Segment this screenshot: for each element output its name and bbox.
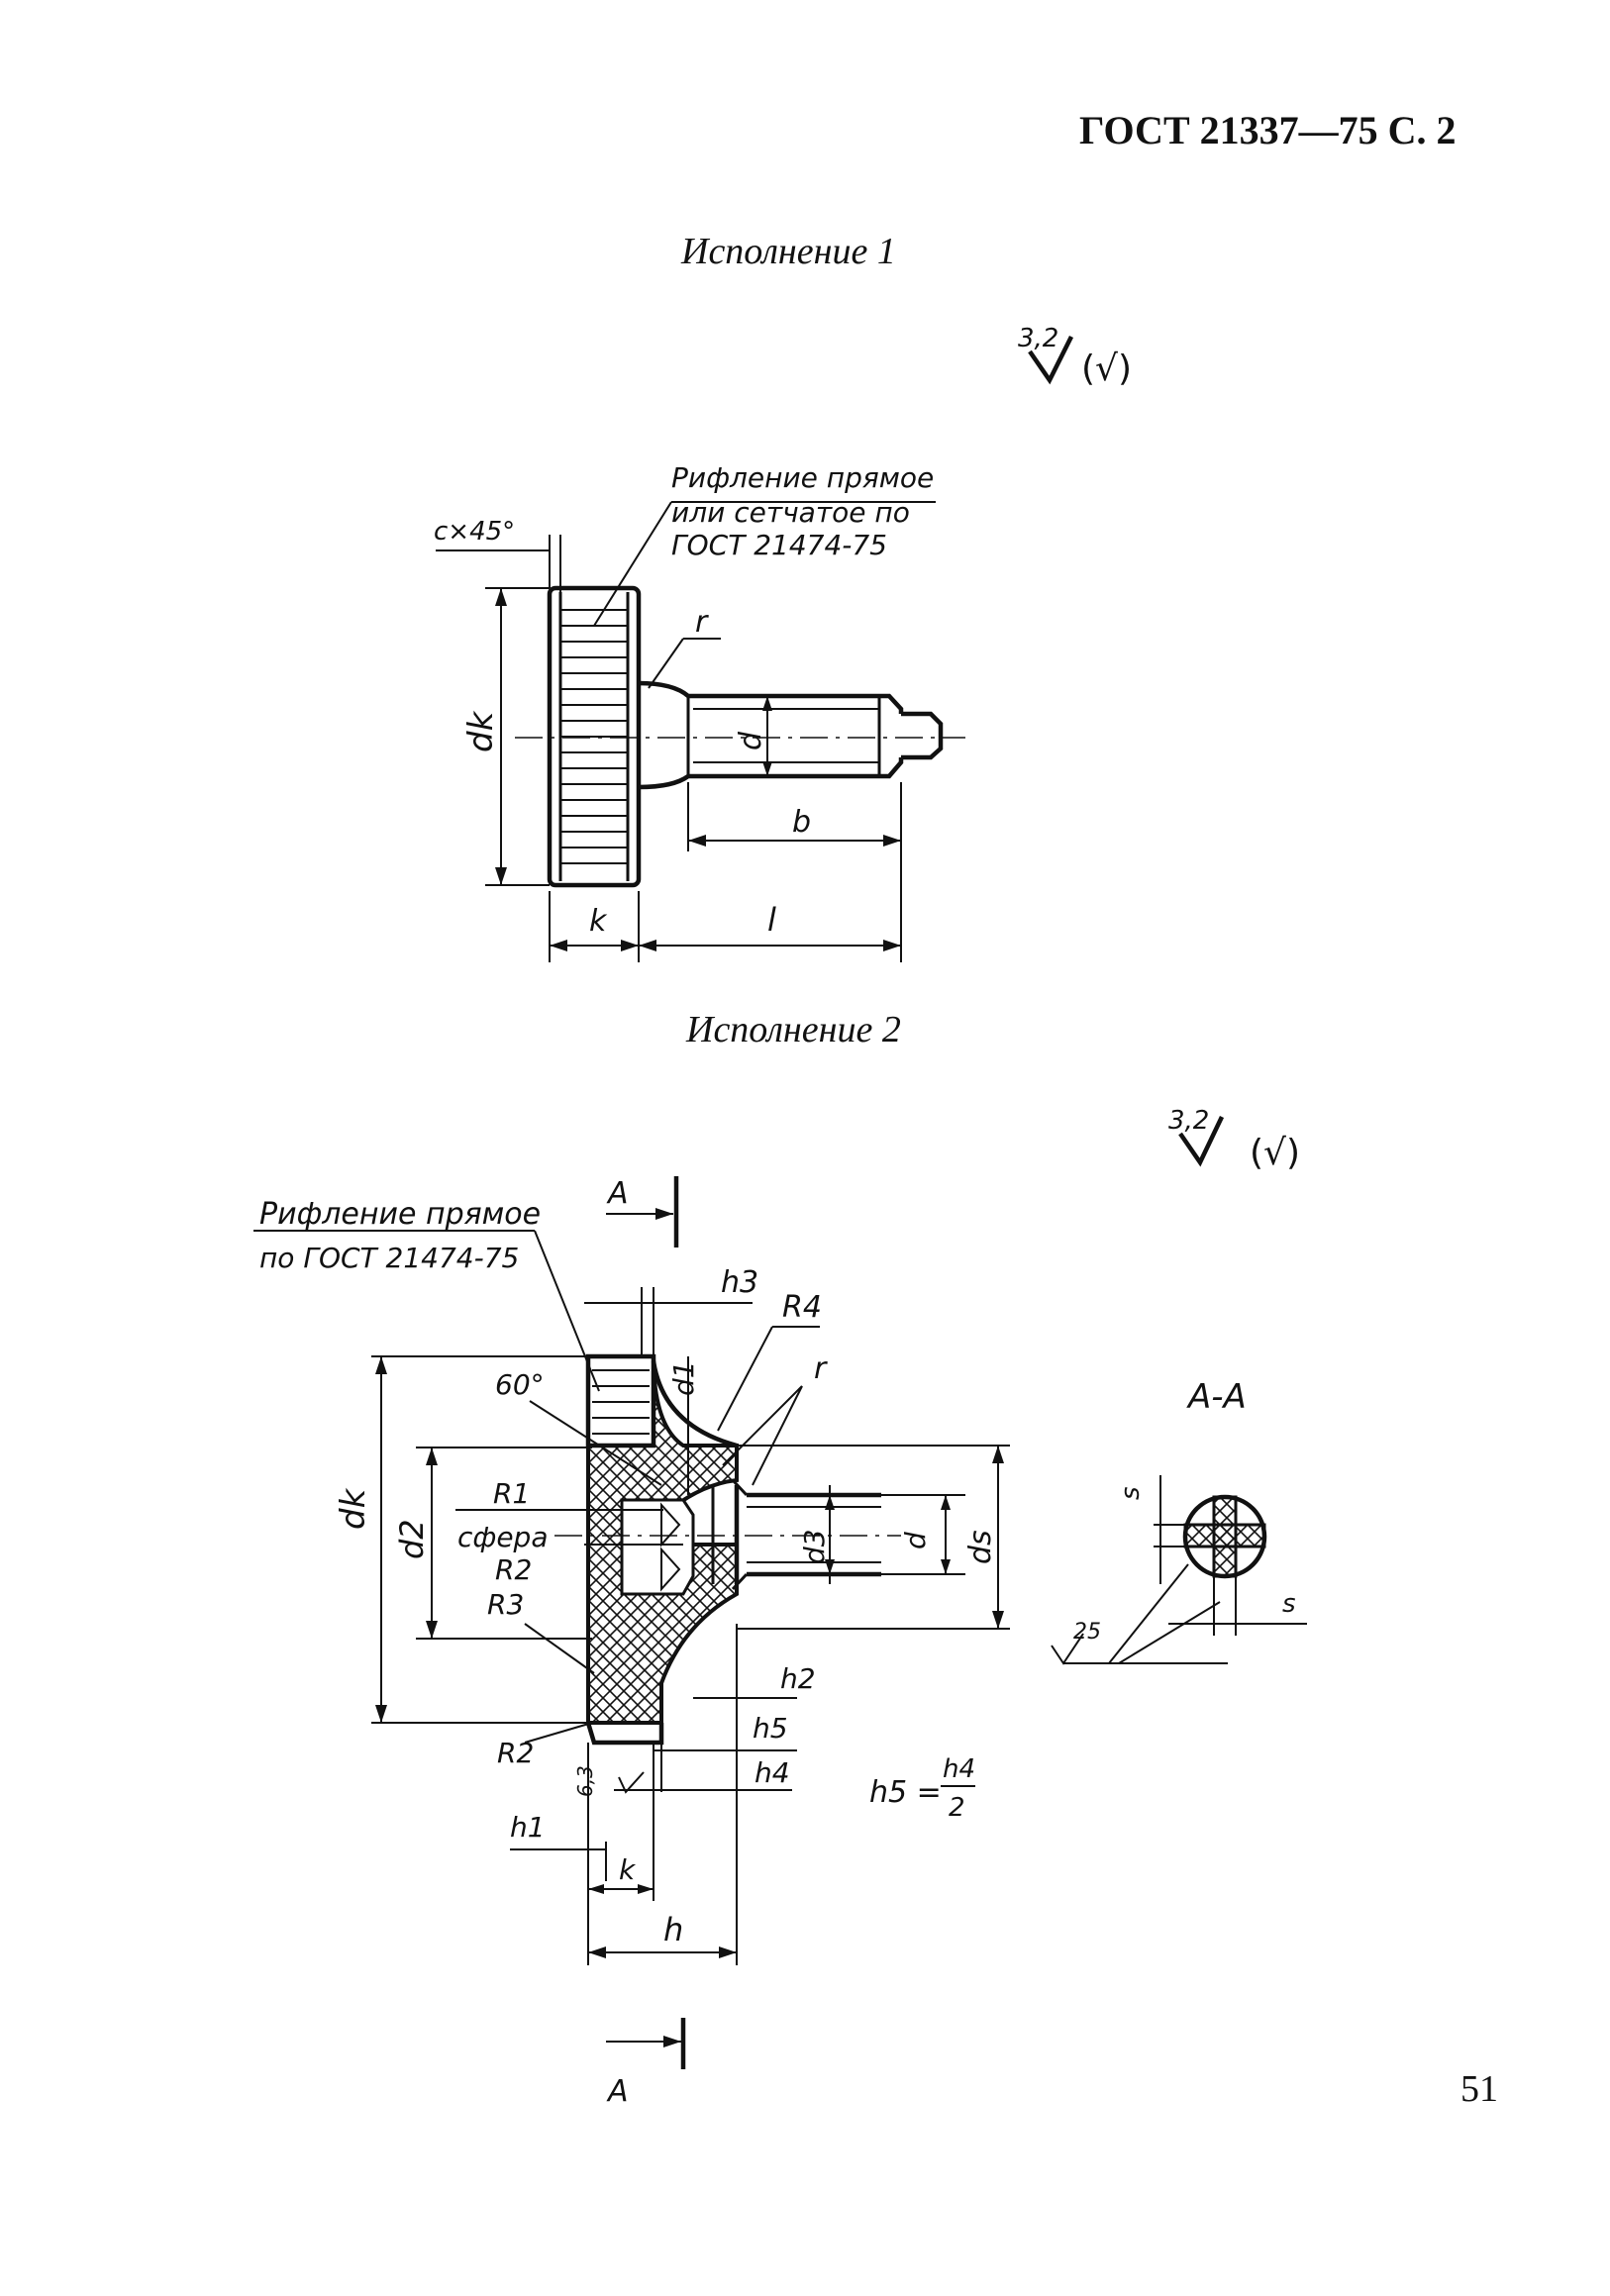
dk-label: dk [461,710,501,752]
r-label-2: r [814,1351,828,1386]
formula-numerator: h4 [943,1754,975,1784]
variant-1-screw [515,585,965,888]
knurl-note-2-line-1: Рифление прямое [259,1197,541,1232]
roughness-local-label: 6,3 [573,1765,597,1797]
standard-header: ГОСТ 21337—75 С. 2 [1079,108,1457,152]
radius-r-label: r [695,605,709,640]
roughness-tail: (√) [1081,349,1132,389]
variant-1-roughness-symbol: 3,2 (√) [1018,324,1132,389]
formula-lhs: h5 = [869,1775,942,1810]
h5-label: h5 [753,1712,788,1745]
section-title: А-А [1186,1377,1247,1417]
section-mark-bottom: A [606,2018,686,2109]
formula-denominator: 2 [949,1793,965,1823]
d2-label: d2 [393,1519,431,1559]
R2-label: R2 [495,1553,532,1586]
R3-label: R3 [487,1588,524,1621]
s-right-label: s [1282,1589,1296,1619]
variant-1-dimensions: c×45° Рифление прямое или сетчатое по ГО… [434,461,936,962]
k-label: k [589,904,608,939]
section-label-top: A [606,1176,629,1211]
h3-label: h3 [721,1265,758,1300]
s-top-label: s [1116,1486,1146,1500]
page-number: 51 [1460,2068,1498,2110]
roughness-value-2: 3,2 [1168,1106,1209,1136]
d1-label: d1 [667,1360,700,1396]
b-label: b [792,805,811,840]
R1-label: R1 [493,1477,530,1510]
h4-label: h4 [755,1756,790,1789]
variant-2-dimensions: Рифление прямое по ГОСТ 21474-75 h3 R4 d… [253,1197,1010,1965]
chamfer-label: c×45° [434,517,515,547]
ds-label: ds [963,1530,998,1564]
variant-1-title: Исполнение 1 [681,231,896,272]
roughness-value: 3,2 [1018,324,1058,353]
l-label: l [767,901,776,939]
variant-2-title: Исполнение 2 [686,1009,901,1050]
roughness-tail-2: (√) [1250,1133,1300,1173]
k-label-2: k [619,1853,637,1886]
variant-2-roughness-symbol: 3,2 (√) [1168,1106,1300,1173]
sphere-label: сфера [457,1521,549,1553]
knurl-note-line-2: или сетчатое по [671,496,910,529]
knurl-note-2-line-2: по ГОСТ 21474-75 [259,1242,519,1274]
angle-60-label: 60° [495,1368,545,1401]
section-a-a: А-А s s 25 [1051,1377,1307,1665]
h2-label: h2 [780,1662,816,1695]
h5-formula: h5 = h4 2 [869,1754,975,1823]
d-label: d [734,731,768,750]
d-label-2: d [899,1532,932,1549]
section-mark-top: A [606,1176,679,1248]
R4-label: R4 [782,1290,822,1325]
knurl-note-line-3: ГОСТ 21474-75 [671,529,887,561]
dk-label-2: dk [334,1487,373,1530]
h-label: h [663,1911,683,1948]
d3-label: d3 [798,1529,831,1564]
section-label-bottom: A [606,2074,629,2109]
knurl-note-line-1: Рифление прямое [671,461,934,494]
h1-label: h1 [510,1811,546,1844]
variant-2-screw-section [554,1353,901,1746]
